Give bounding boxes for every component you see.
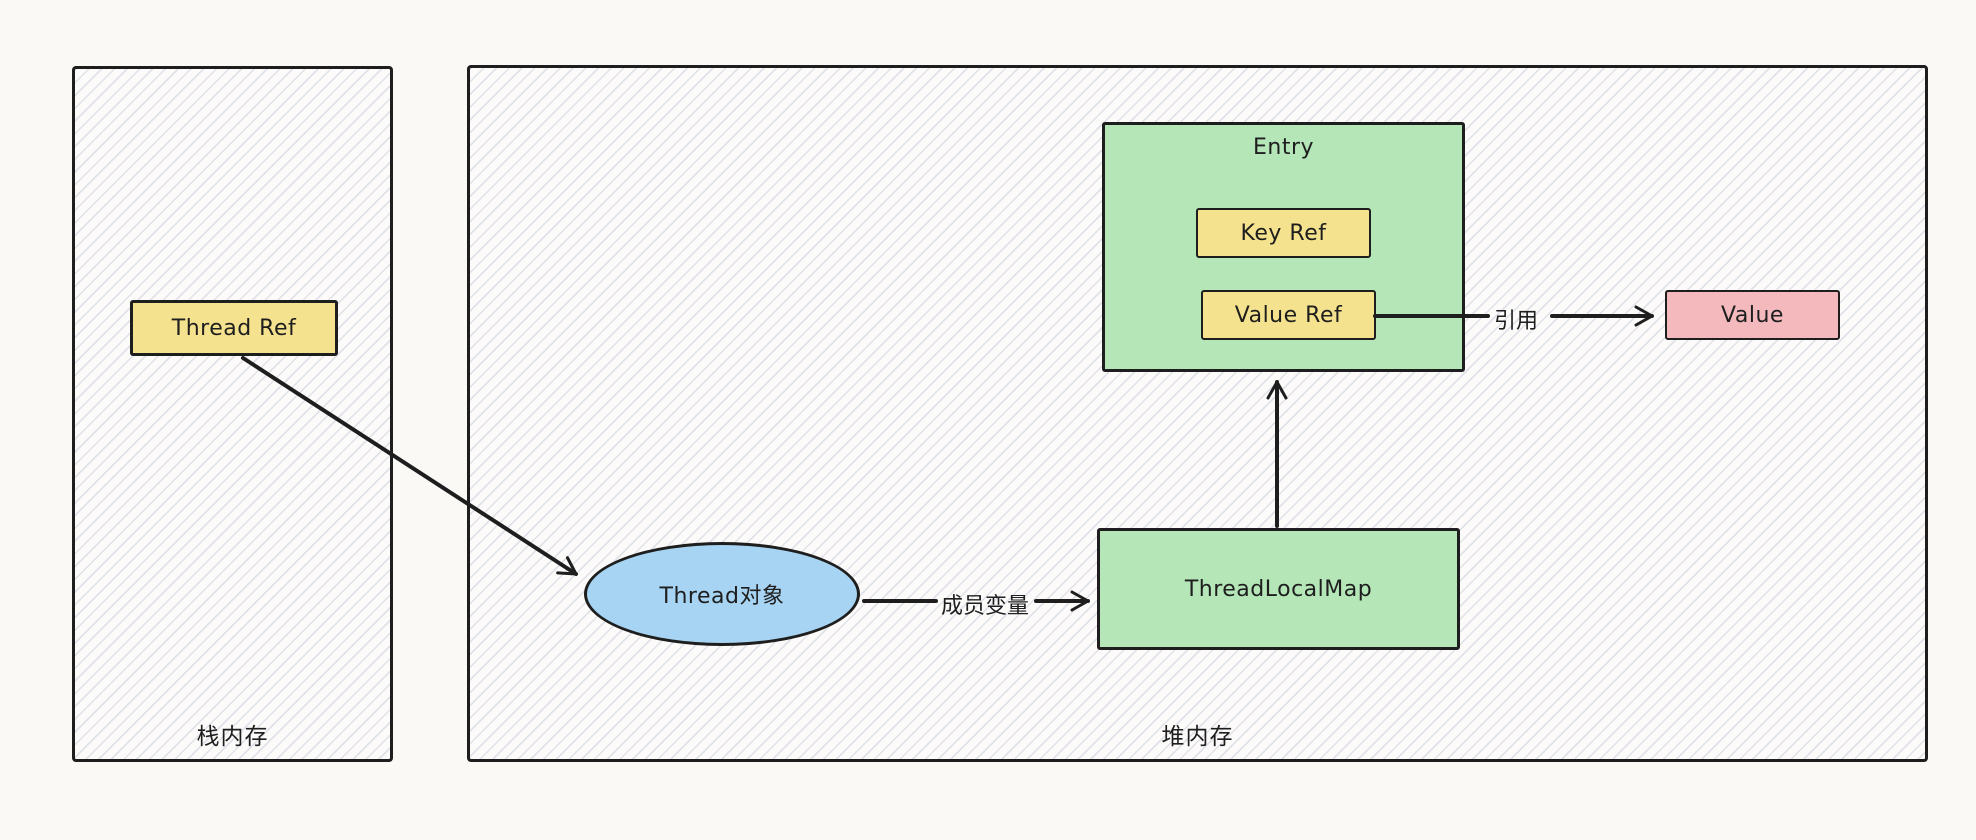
key-ref-node: Key Ref xyxy=(1196,208,1371,258)
thread-object-label: Thread对象 xyxy=(659,584,785,609)
entry-node: Entry Key Ref Value Ref xyxy=(1102,122,1465,372)
value-label: Value xyxy=(1721,302,1784,328)
heap-memory-label: 堆内存 xyxy=(1161,724,1234,750)
thread-ref-node: Thread Ref xyxy=(130,300,338,356)
value-ref-node: Value Ref xyxy=(1201,290,1376,340)
value-ref-label: Value Ref xyxy=(1234,302,1343,328)
reference-edge-label: 引用 xyxy=(1494,309,1539,334)
thread-ref-label: Thread Ref xyxy=(171,315,297,341)
value-node: Value xyxy=(1665,290,1840,340)
key-ref-label: Key Ref xyxy=(1240,220,1327,246)
thread-object-node: Thread对象 xyxy=(584,542,860,646)
threadlocalmap-node: ThreadLocalMap xyxy=(1097,528,1460,650)
member-variable-edge-label: 成员变量 xyxy=(941,594,1030,619)
stack-memory-label: 栈内存 xyxy=(196,724,269,750)
entry-label: Entry xyxy=(1252,135,1315,160)
threadlocalmap-label: ThreadLocalMap xyxy=(1184,576,1373,602)
stack-memory-region: 栈内存 xyxy=(72,66,393,762)
